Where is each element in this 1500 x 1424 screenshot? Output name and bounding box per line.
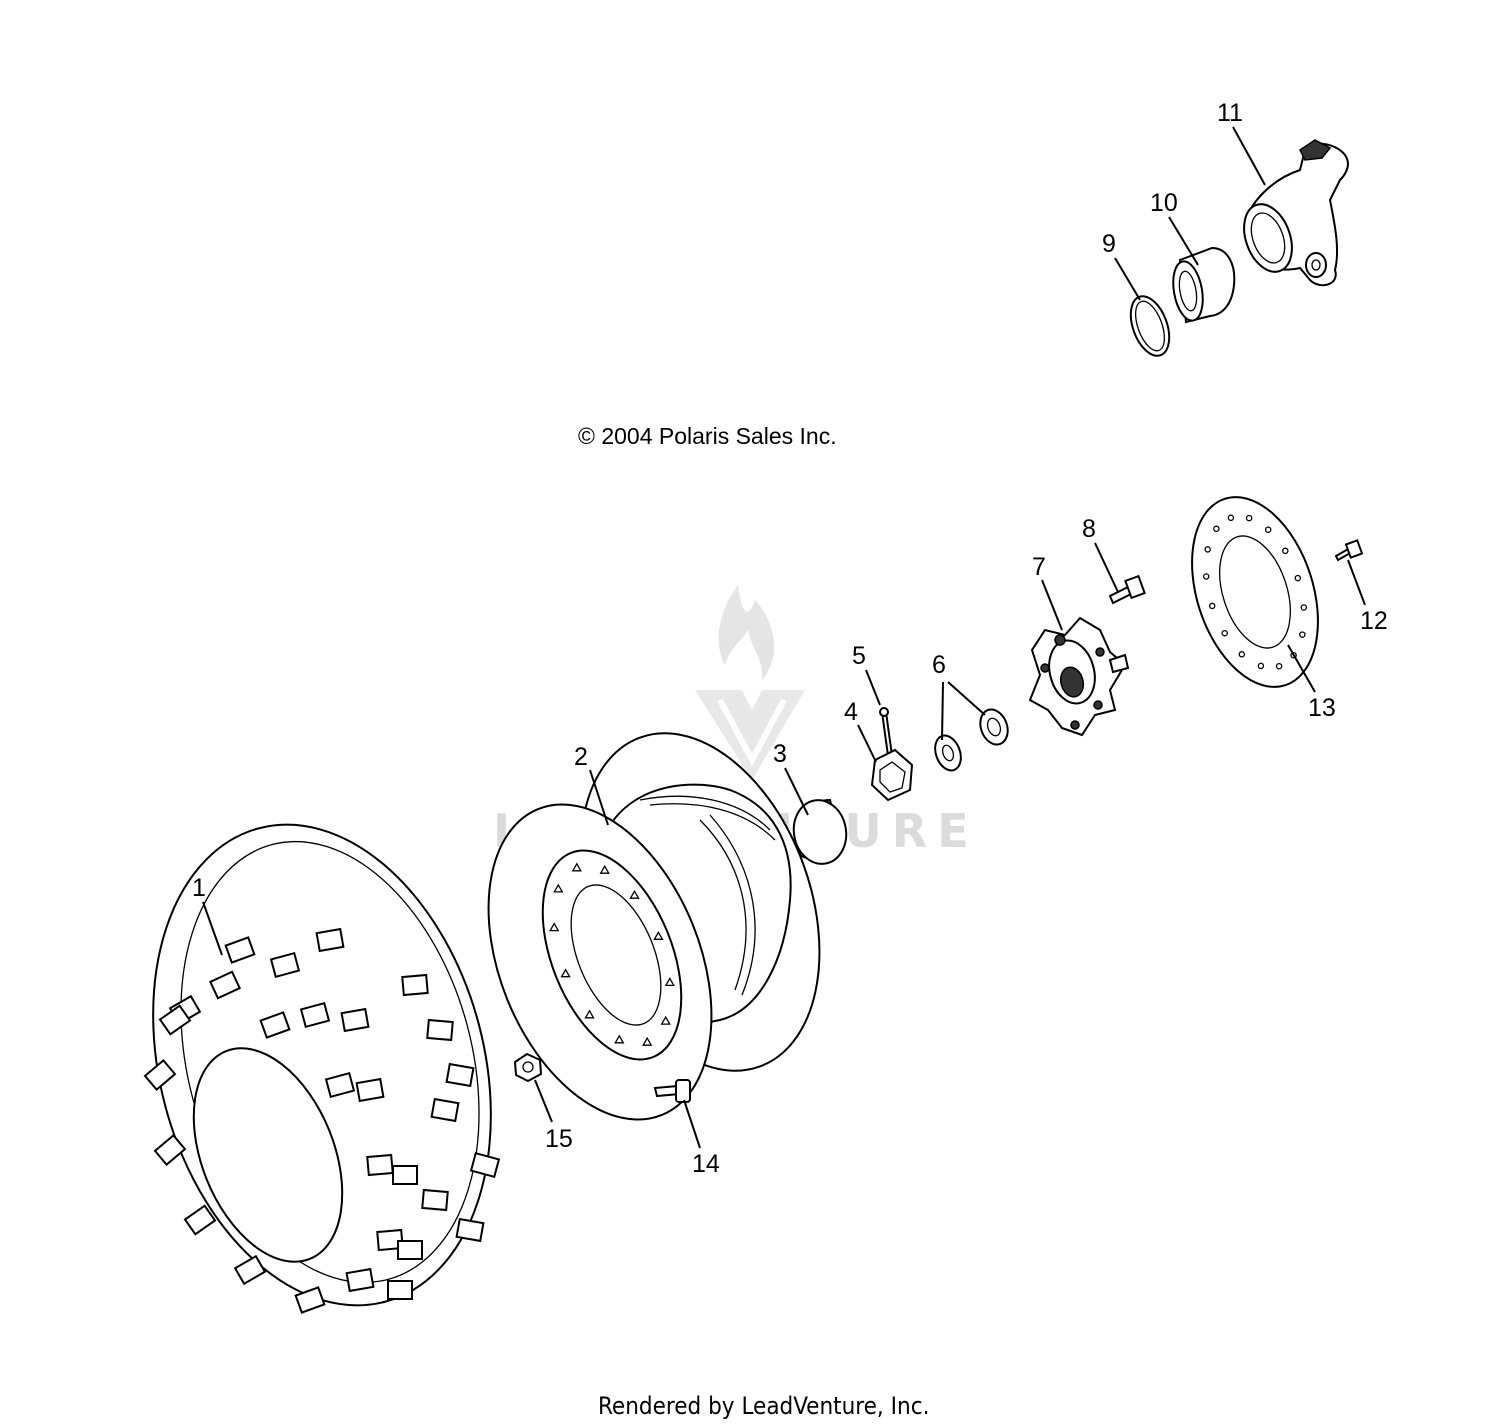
tread-block — [387, 1280, 413, 1300]
callout-13: 13 — [1308, 694, 1336, 722]
disc-hole — [1238, 651, 1246, 658]
part-7-hub — [1028, 616, 1130, 737]
callout-15: 15 — [545, 1125, 573, 1153]
rim-hole — [660, 1015, 671, 1025]
tread-block — [259, 1011, 291, 1039]
callout-4: 4 — [844, 698, 858, 726]
tread-block — [294, 1286, 326, 1314]
rim-hole — [664, 977, 675, 987]
disc-hole — [1245, 514, 1253, 522]
callout-14: 14 — [692, 1150, 720, 1178]
disc-hole — [1294, 574, 1302, 582]
part-9-snap-ring — [1129, 295, 1171, 357]
part-3-hub-cap — [792, 798, 848, 865]
callout-6: 6 — [932, 651, 946, 679]
part-1-tire — [143, 823, 501, 1314]
disc-hole — [1208, 602, 1216, 610]
rim-hole — [599, 864, 610, 874]
part-12-bolt — [1334, 539, 1364, 562]
tread-block — [233, 1254, 267, 1286]
disc-hole — [1213, 525, 1220, 533]
tread-block — [445, 1062, 475, 1088]
disc-hole — [1282, 547, 1289, 555]
callout-1: 1 — [192, 874, 206, 902]
callout-12: 12 — [1360, 607, 1388, 635]
disc-hole — [1275, 662, 1283, 670]
tread-block — [421, 1188, 449, 1212]
part-15-lug-nut — [513, 1052, 543, 1083]
disc-hole — [1299, 631, 1306, 638]
tread-block — [345, 1267, 375, 1293]
part-8-bolt — [1108, 574, 1146, 605]
part-11-knuckle — [1243, 139, 1349, 287]
disc-hole — [1264, 526, 1272, 533]
callout-3: 3 — [773, 740, 787, 768]
rim-hole — [629, 889, 640, 899]
callout-7: 7 — [1032, 553, 1046, 581]
callout-labels: 1 2 3 4 5 6 7 8 9 10 11 12 13 14 15 — [192, 99, 1388, 1178]
disc-hole — [1204, 546, 1211, 553]
part-14-valve-stem — [653, 1079, 691, 1103]
tread-block — [315, 927, 345, 953]
disc-hole — [1202, 573, 1210, 580]
rim-hole — [653, 930, 664, 940]
disc-hole — [1227, 514, 1235, 522]
tread-block — [299, 1001, 331, 1029]
copyright-text: © 2004 Polaris Sales Inc. — [578, 423, 837, 449]
part-2-wheel-rim — [487, 732, 821, 1121]
tread-block — [469, 1151, 501, 1179]
part-10-bearing — [1172, 246, 1236, 324]
part-4-castle-nut — [870, 748, 914, 802]
tread-block — [355, 1077, 385, 1103]
part-6-washers — [934, 708, 1009, 772]
callout-5: 5 — [852, 642, 866, 670]
rim-hole — [642, 1036, 653, 1046]
callout-2: 2 — [574, 743, 588, 771]
callout-9: 9 — [1102, 230, 1116, 258]
disc-hole — [1290, 651, 1297, 659]
callout-11: 11 — [1217, 99, 1243, 127]
tread-block — [426, 1018, 454, 1042]
tread-block — [208, 970, 242, 1000]
tread-block — [366, 1153, 394, 1177]
rim-hole — [614, 1034, 625, 1044]
tread-block — [340, 1007, 370, 1033]
tread-block — [224, 936, 256, 964]
disc-hole — [1221, 629, 1228, 637]
tread-block — [397, 1240, 423, 1260]
rim-hole — [549, 922, 560, 932]
rim-hole — [584, 1009, 595, 1019]
tread-block — [153, 1133, 187, 1167]
tread-block — [158, 1004, 192, 1036]
part-13-brake-disc — [1191, 496, 1319, 688]
tread-block — [376, 1228, 404, 1252]
tread-block — [269, 951, 301, 979]
tread-block — [324, 1071, 356, 1099]
tread-block — [143, 1058, 177, 1092]
callout-10: 10 — [1150, 189, 1178, 217]
rim-hole — [560, 968, 571, 978]
tread-block — [401, 973, 429, 997]
disc-hole — [1300, 604, 1308, 611]
disc-hole — [1257, 662, 1265, 670]
rim-hole — [571, 862, 582, 872]
callout-8: 8 — [1082, 515, 1096, 543]
footer-text: Rendered by LeadVenture, Inc. — [598, 1392, 929, 1420]
tread-block — [183, 1204, 217, 1236]
tread-block — [455, 1217, 485, 1243]
rim-hole — [553, 883, 564, 893]
leader-lines — [202, 126, 1366, 1149]
tread-block — [392, 1165, 418, 1185]
tread-block — [430, 1097, 460, 1123]
